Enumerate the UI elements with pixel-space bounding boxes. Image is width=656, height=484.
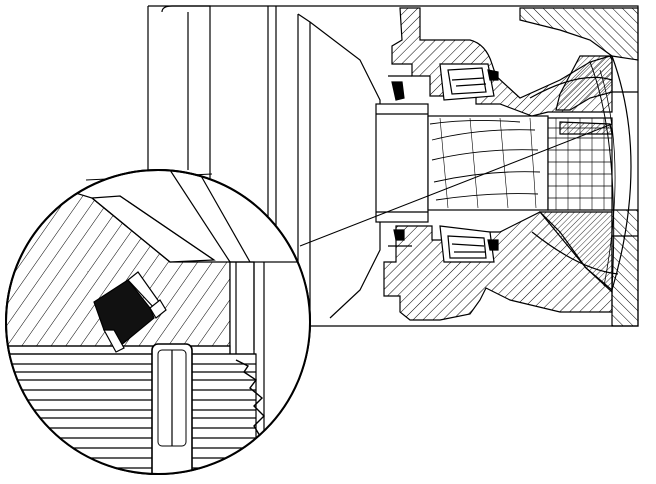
pinion-gear-teeth	[547, 117, 613, 211]
inner-tapered-roller-bearing	[439, 225, 499, 263]
magnified-shaft	[6, 353, 265, 474]
outer-tapered-roller-bearing	[439, 63, 499, 101]
frame-outline	[147, 5, 639, 327]
flange-hub	[375, 103, 429, 223]
oil-seal	[388, 75, 412, 247]
main-section-view	[85, 5, 639, 330]
magnified-key	[151, 343, 193, 474]
magnified-seal-lip	[93, 271, 167, 353]
ring-gear	[589, 61, 638, 291]
detail-magnifier-circle	[5, 169, 311, 475]
pinion-shaft	[427, 115, 549, 211]
companion-flange	[161, 5, 381, 330]
